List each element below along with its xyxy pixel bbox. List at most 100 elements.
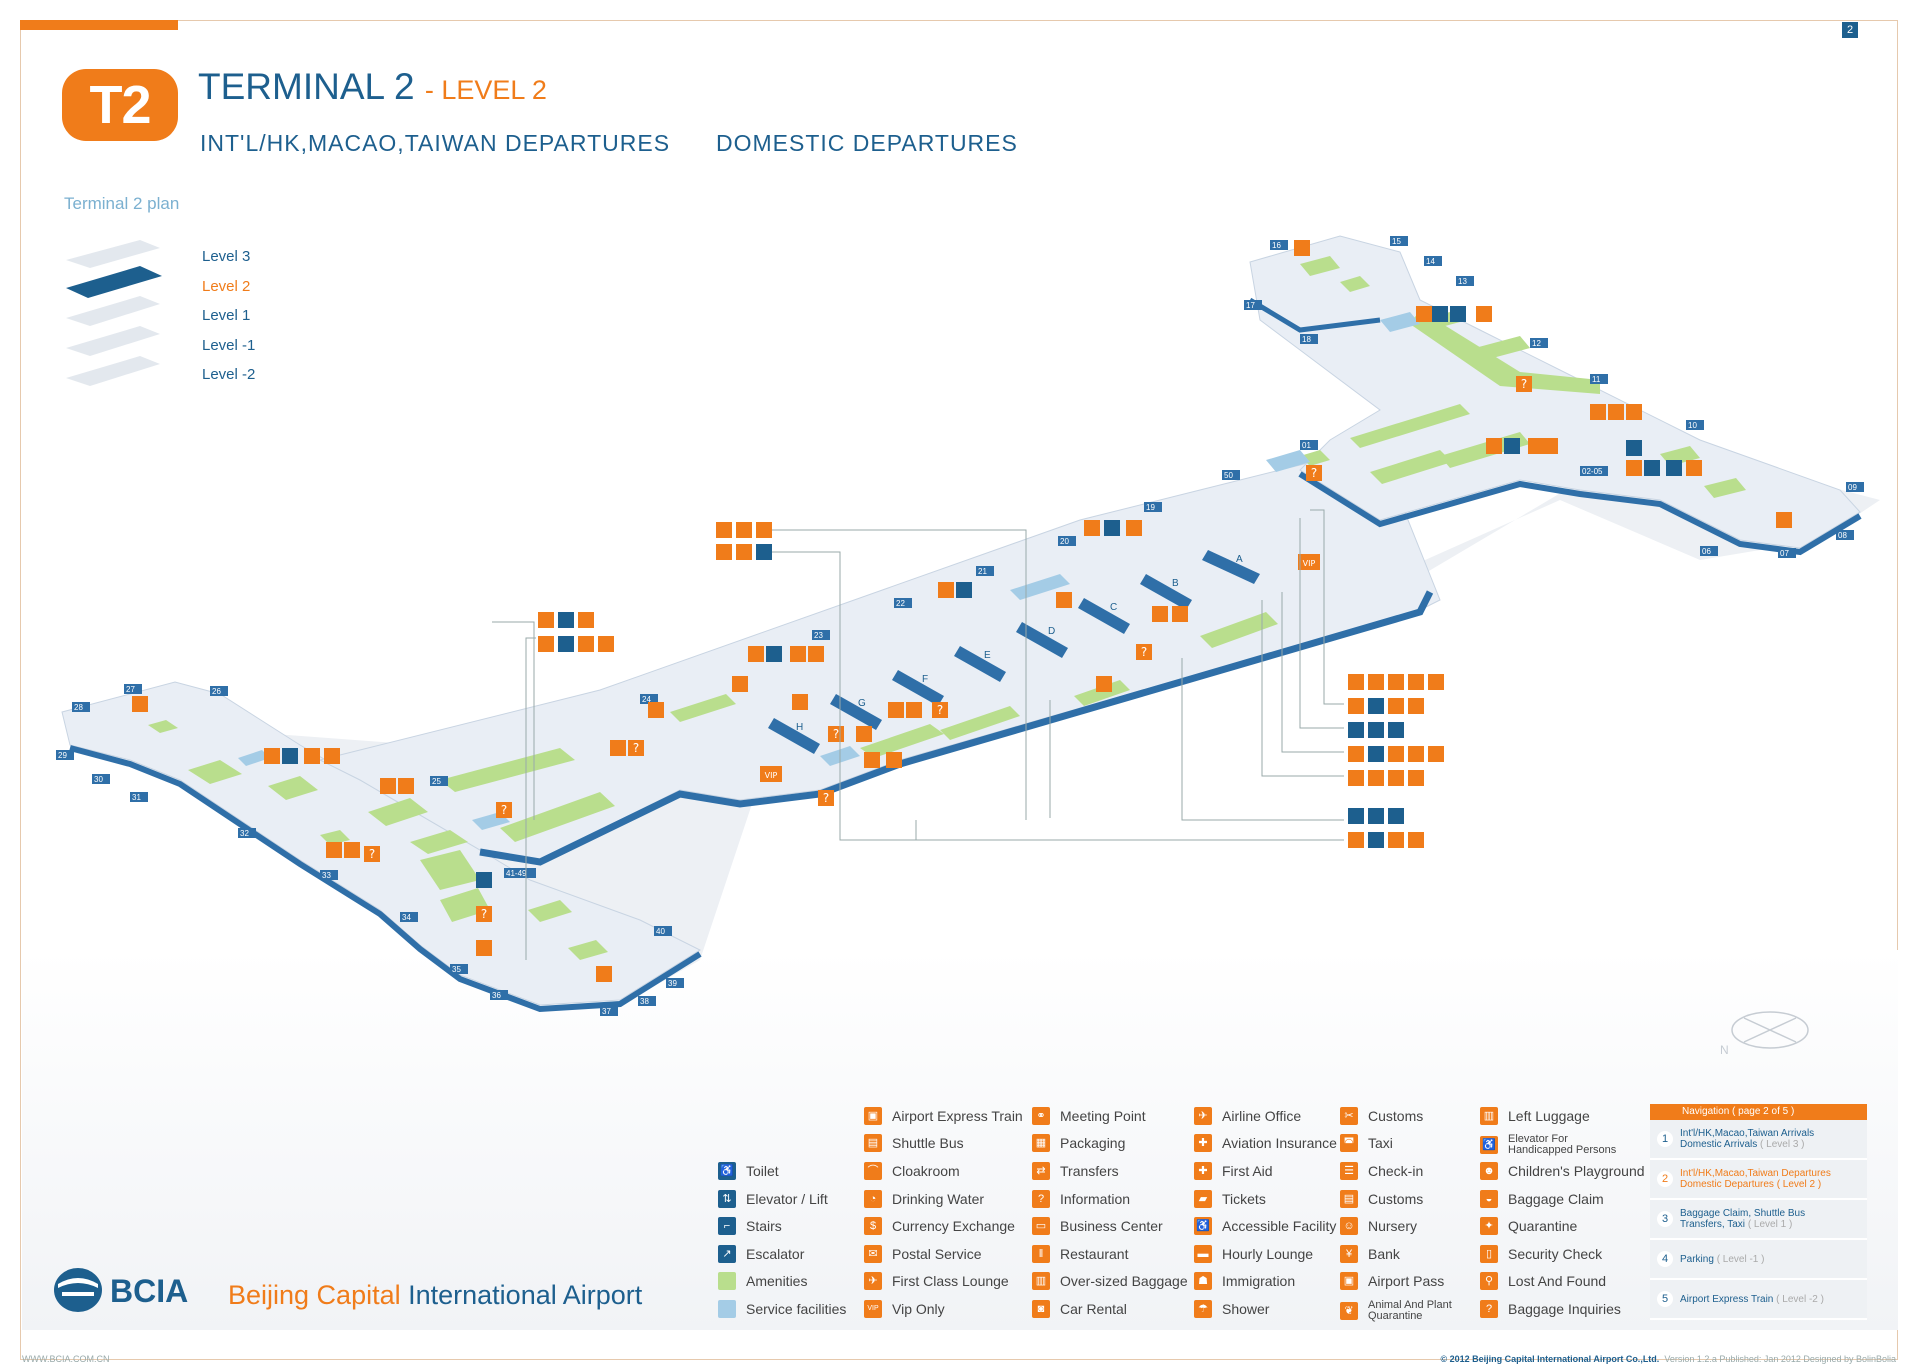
luggage-icon[interactable] bbox=[906, 702, 922, 718]
bed-icon[interactable] bbox=[792, 694, 808, 710]
transfer-icon[interactable] bbox=[344, 842, 360, 858]
gate-tag-28[interactable]: 28 bbox=[72, 702, 90, 712]
luggage-icon[interactable] bbox=[888, 702, 904, 718]
gate-tag-34[interactable]: 34 bbox=[400, 912, 418, 922]
gate-tag-12[interactable]: 12 bbox=[1530, 338, 1548, 348]
toilet-icon[interactable] bbox=[282, 748, 298, 764]
water-icon[interactable] bbox=[610, 740, 626, 756]
toilet-icon[interactable] bbox=[956, 582, 972, 598]
gate-tag-39[interactable]: 39 bbox=[666, 978, 684, 988]
restaurant-icon[interactable] bbox=[1096, 676, 1112, 692]
gate-tag-09[interactable]: 09 bbox=[1846, 482, 1864, 492]
toilet-icon[interactable] bbox=[766, 646, 782, 662]
gate-tag-35[interactable]: 35 bbox=[450, 964, 468, 974]
vip-icon[interactable]: VIP bbox=[1298, 554, 1320, 570]
toilet-icon[interactable] bbox=[1450, 306, 1466, 322]
gate-tag-36[interactable]: 36 bbox=[490, 990, 508, 1000]
gate-tag-25[interactable]: 25 bbox=[430, 776, 448, 786]
water-icon[interactable] bbox=[1776, 512, 1792, 528]
gate-tag-41-49[interactable]: 41-49 bbox=[504, 868, 536, 878]
accessible-icon[interactable] bbox=[1542, 438, 1558, 454]
elevator-icon[interactable] bbox=[1644, 460, 1660, 476]
gate-tag-30[interactable]: 30 bbox=[92, 774, 110, 784]
meeting-icon[interactable] bbox=[380, 778, 396, 794]
business-icon[interactable] bbox=[648, 702, 664, 718]
level-link-3[interactable]: Level 3 bbox=[202, 248, 251, 265]
gate-tag-26[interactable]: 26 bbox=[210, 686, 228, 696]
water-icon[interactable] bbox=[132, 696, 148, 712]
gate-tag-21[interactable]: 21 bbox=[976, 566, 994, 576]
info-icon[interactable]: ? bbox=[1136, 644, 1152, 660]
info-icon[interactable]: ? bbox=[818, 790, 834, 806]
restaurant-icon[interactable] bbox=[1056, 592, 1072, 608]
accessible-icon[interactable] bbox=[1476, 306, 1492, 322]
info-icon[interactable]: ? bbox=[364, 846, 380, 862]
water-icon[interactable] bbox=[1416, 306, 1432, 322]
restaurant-icon[interactable] bbox=[1172, 606, 1188, 622]
gate-tag-01[interactable]: 01 bbox=[1300, 440, 1318, 450]
shower-icon[interactable] bbox=[398, 778, 414, 794]
shower-icon[interactable] bbox=[1626, 404, 1642, 420]
info-icon[interactable]: ? bbox=[628, 740, 644, 756]
water-icon[interactable] bbox=[1626, 460, 1642, 476]
escalator-icon[interactable] bbox=[1626, 440, 1642, 456]
gate-tag-31[interactable]: 31 bbox=[130, 792, 148, 802]
level-link-minus-2[interactable]: Level -2 bbox=[202, 366, 256, 383]
accessible-icon[interactable] bbox=[1686, 460, 1702, 476]
gate-tag-22[interactable]: 22 bbox=[894, 598, 912, 608]
info-icon[interactable]: ? bbox=[932, 702, 948, 718]
gate-tag-19[interactable]: 19 bbox=[1144, 502, 1162, 512]
website[interactable]: WWW.BCIA.COM.CN bbox=[22, 1354, 110, 1364]
gate-tag-37[interactable]: 37 bbox=[600, 1006, 618, 1016]
gate-tag-15[interactable]: 15 bbox=[1390, 236, 1408, 246]
transfer-icon[interactable] bbox=[1608, 404, 1624, 420]
gate-tag-16[interactable]: 16 bbox=[1270, 240, 1288, 250]
gate-tag-08[interactable]: 08 bbox=[1836, 530, 1854, 540]
info-icon[interactable]: ? bbox=[1306, 465, 1322, 481]
gate-tag-06[interactable]: 06 bbox=[1700, 546, 1718, 556]
gate-tag-02-05[interactable]: 02-05 bbox=[1580, 466, 1608, 476]
level-link-minus-1[interactable]: Level -1 bbox=[202, 337, 256, 354]
restaurant-icon[interactable] bbox=[1152, 606, 1168, 622]
info-icon[interactable]: ? bbox=[1516, 376, 1532, 392]
water-icon[interactable] bbox=[732, 676, 748, 692]
accessible-icon[interactable] bbox=[1126, 520, 1142, 536]
toilet-icon[interactable] bbox=[1104, 520, 1120, 536]
gate-tag-33[interactable]: 33 bbox=[320, 870, 338, 880]
gate-tag-38[interactable]: 38 bbox=[638, 996, 656, 1006]
gate-tag-13[interactable]: 13 bbox=[1456, 276, 1474, 286]
water-icon[interactable] bbox=[596, 966, 612, 982]
water-icon[interactable] bbox=[1084, 520, 1100, 536]
gate-tag-40[interactable]: 40 bbox=[654, 926, 672, 936]
water-icon[interactable] bbox=[748, 646, 764, 662]
gate-tag-32[interactable]: 32 bbox=[238, 828, 256, 838]
vip-icon[interactable]: VIP bbox=[760, 766, 782, 782]
business-icon[interactable] bbox=[886, 752, 902, 768]
transfer-icon[interactable] bbox=[856, 726, 872, 742]
water-icon[interactable] bbox=[264, 748, 280, 764]
gate-tag-18[interactable]: 18 bbox=[1300, 334, 1318, 344]
nav-item-5[interactable]: 5 Airport Express Train ( Level -2 ) bbox=[1650, 1280, 1867, 1320]
info-icon[interactable]: ? bbox=[828, 726, 844, 742]
escalator-icon[interactable] bbox=[476, 872, 492, 888]
water-icon[interactable] bbox=[326, 842, 342, 858]
gate-tag-10[interactable]: 10 bbox=[1686, 420, 1704, 430]
info-icon[interactable]: ? bbox=[496, 802, 512, 818]
gate-tag-50[interactable]: 50 bbox=[1222, 470, 1240, 480]
gate-tag-27[interactable]: 27 bbox=[124, 684, 142, 694]
nursery-icon[interactable] bbox=[1528, 438, 1544, 454]
gate-tag-20[interactable]: 20 bbox=[1058, 536, 1076, 546]
toilet-icon[interactable] bbox=[1432, 306, 1448, 322]
gate-tag-14[interactable]: 14 bbox=[1424, 256, 1442, 266]
accessible-icon[interactable] bbox=[324, 748, 340, 764]
gate-tag-11[interactable]: 11 bbox=[1590, 374, 1608, 384]
bed-icon[interactable] bbox=[864, 752, 880, 768]
gate-tag-17[interactable]: 17 bbox=[1244, 300, 1262, 310]
water-icon[interactable] bbox=[1486, 438, 1502, 454]
level-link-2[interactable]: Level 2 bbox=[202, 278, 251, 295]
nursery-icon[interactable] bbox=[304, 748, 320, 764]
gate-tag-07[interactable]: 07 bbox=[1778, 548, 1796, 558]
